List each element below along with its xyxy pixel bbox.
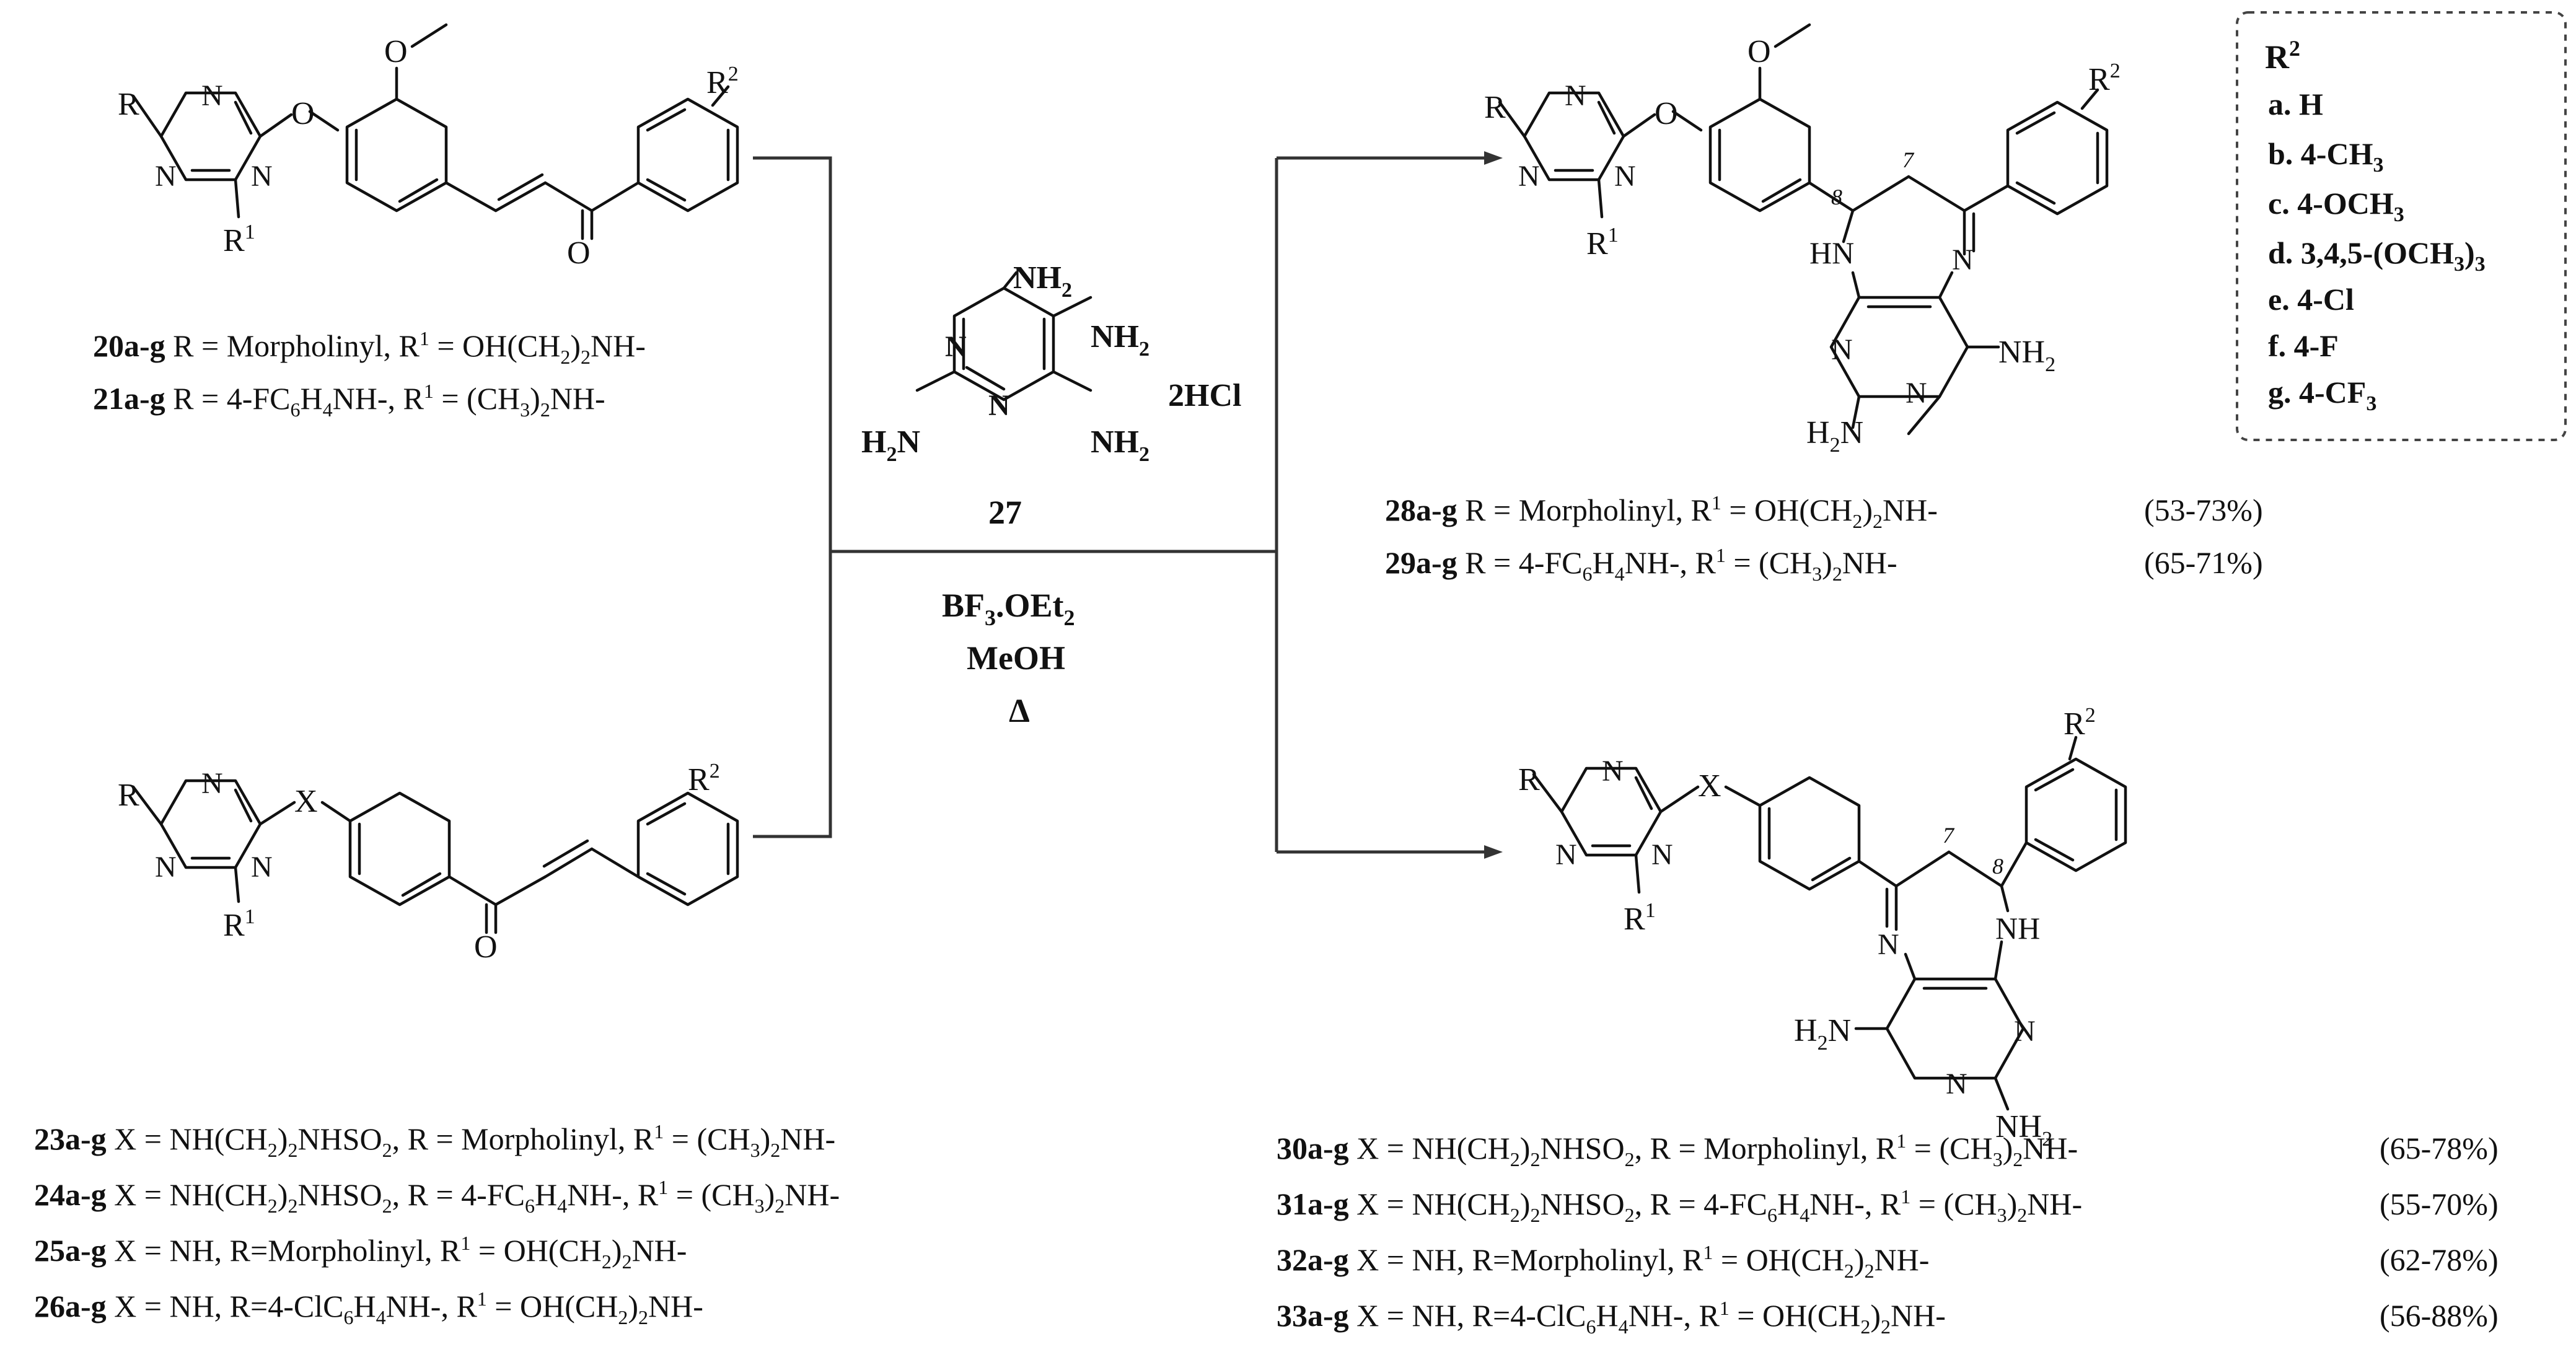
reagent-salt: 2HCl	[1168, 378, 1241, 413]
atom-R1: R1	[1624, 899, 1656, 937]
atom-N: N	[1602, 755, 1624, 788]
atom-N: N	[155, 160, 177, 193]
label-group-20-21: 20a-g R = Morpholinyl, R1 = OH(CH2)2NH- …	[93, 327, 646, 421]
atom-N: N	[988, 389, 1010, 422]
atom-O: O	[474, 929, 498, 965]
atom-O: O	[384, 34, 408, 69]
compound-row-30: 30a-g X = NH(CH2)2NHSO2, R = Morpholinyl…	[1277, 1130, 2078, 1170]
condition-heat: Δ	[1009, 692, 1030, 729]
atom-N: N	[1878, 928, 1899, 961]
yield-30: (65-78%)	[2380, 1131, 2499, 1165]
reagent-nh2-right: NH2	[1091, 319, 1150, 361]
r2-header: R2	[2265, 36, 2300, 76]
atom-R1: R1	[223, 221, 255, 258]
compound-row-26: 26a-g X = NH, R=4-ClC6H4NH-, R1 = OH(CH2…	[34, 1288, 703, 1328]
yield-31: (55-70%)	[2380, 1187, 2499, 1221]
r2-item-a: a. H	[2268, 87, 2323, 121]
r2-item-g: g. 4-CF3	[2268, 375, 2376, 415]
r2-item-b: b. 4-CH3	[2268, 136, 2383, 177]
r2-item-e: e. 4-Cl	[2268, 282, 2354, 317]
reagent-h2n: H2N	[861, 424, 920, 466]
atom-HN: HN	[1809, 235, 1854, 270]
atom-N: N	[201, 79, 223, 112]
atom-N: N	[945, 330, 967, 363]
atom-N: N	[251, 851, 273, 884]
r2-item-f: f. 4-F	[2268, 328, 2339, 363]
compound-row-29: 29a-g R = 4-FC6H4NH-, R1 = (CH3)2NH-	[1385, 544, 1897, 585]
reagent-nh2-lower: NH2	[1091, 424, 1150, 466]
r2-item-d: d. 3,4,5-(OCH3)3	[2268, 235, 2486, 276]
atom-N: N	[1614, 160, 1636, 193]
atom-H2N: H2N	[1794, 1013, 1851, 1055]
position-7: 7	[1943, 823, 1955, 848]
structure-30-33: R N N N X R1 R2 7 8 NH N N N H2N NH2	[1518, 704, 2127, 1151]
atom-R2: R2	[688, 760, 720, 797]
yield-33: (56-88%)	[2380, 1298, 2499, 1333]
atom-N: N	[2014, 1015, 2036, 1048]
label-group-28-29: 28a-g R = Morpholinyl, R1 = OH(CH2)2NH- …	[1385, 491, 2263, 585]
yield-28: (53-73%)	[2144, 493, 2263, 527]
atom-N: N	[1555, 838, 1577, 871]
compound-row-21: 21a-g R = 4-FC6H4NH-, R1 = (CH3)2NH-	[93, 380, 605, 421]
atom-X: X	[1698, 768, 1721, 804]
condition-bf3: BF3.OEt2	[942, 587, 1075, 630]
atom-N: N	[251, 160, 273, 193]
atom-R2: R2	[706, 63, 739, 100]
compound-row-20: 20a-g R = Morpholinyl, R1 = OH(CH2)2NH-	[93, 327, 646, 368]
atom-NH2: NH2	[1995, 1109, 2052, 1151]
atom-O: O	[567, 235, 591, 271]
atom-N: N	[155, 851, 177, 884]
atom-N: N	[201, 767, 223, 800]
atom-NH: NH	[1995, 911, 2040, 946]
structure-23-26: R N N N X O R1 R2	[118, 760, 739, 965]
structure-20-21: R N N N O O O R1 R2	[118, 23, 739, 271]
atom-R1: R1	[223, 905, 255, 943]
yield-32: (62-78%)	[2380, 1242, 2499, 1277]
compound-row-33: 33a-g X = NH, R=4-ClC6H4NH-, R1 = OH(CH2…	[1277, 1297, 1946, 1338]
atom-N: N	[1952, 244, 1974, 276]
r2-legend-box: R2 a. H b. 4-CH3 c. 4-OCH3 d. 3,4,5-(OCH…	[2236, 11, 2567, 441]
position-7: 7	[1902, 147, 1915, 172]
atom-R2: R2	[2064, 704, 2096, 742]
atom-O: O	[1747, 34, 1771, 69]
atom-R2: R2	[2088, 59, 2121, 97]
position-8: 8	[1831, 185, 1842, 209]
atom-O: O	[1655, 96, 1678, 131]
atom-N: N	[1946, 1068, 1967, 1100]
reaction-arrows	[753, 151, 1503, 859]
reagent-27: NH2 NH2 NH2 H2N N N 2HCl 27 BF3.OEt2 MeO…	[861, 260, 1241, 729]
atom-R: R	[1518, 762, 1540, 797]
atom-NH2: NH2	[1998, 335, 2055, 376]
atom-R: R	[118, 778, 139, 813]
compound-row-31: 31a-g X = NH(CH2)2NHSO2, R = 4-FC6H4NH-,…	[1277, 1185, 2082, 1226]
compound-row-28: 28a-g R = Morpholinyl, R1 = OH(CH2)2NH-	[1385, 491, 1938, 532]
condition-solvent: MeOH	[967, 639, 1065, 677]
atom-N: N	[1831, 333, 1853, 366]
label-group-30-33: 30a-g X = NH(CH2)2NHSO2, R = Morpholinyl…	[1277, 1130, 2499, 1338]
atom-N: N	[1906, 377, 1927, 410]
label-group-23-26: 23a-g X = NH(CH2)2NHSO2, R = Morpholinyl…	[34, 1120, 840, 1328]
atom-X: X	[294, 784, 318, 819]
atom-N: N	[1565, 79, 1586, 112]
structure-28-29: R N N N O O R1 R2 8 7 HN N N N NH2 H2N	[1484, 23, 2121, 457]
atom-N: N	[1518, 160, 1540, 193]
compound-row-25: 25a-g X = NH, R=Morpholinyl, R1 = OH(CH2…	[34, 1232, 687, 1273]
compound-row-32: 32a-g X = NH, R=Morpholinyl, R1 = OH(CH2…	[1277, 1241, 1929, 1282]
atom-H2N: H2N	[1806, 415, 1863, 457]
yield-29: (65-71%)	[2144, 545, 2263, 580]
position-8: 8	[1992, 854, 2003, 879]
atom-R1: R1	[1586, 224, 1619, 261]
atom-R: R	[118, 87, 139, 122]
atom-O: O	[291, 96, 315, 131]
compound-row-23: 23a-g X = NH(CH2)2NHSO2, R = Morpholinyl…	[34, 1120, 835, 1161]
atom-R: R	[1484, 90, 1506, 125]
r2-item-c: c. 4-OCH3	[2268, 186, 2404, 226]
compound-row-24: 24a-g X = NH(CH2)2NHSO2, R = 4-FC6H4NH-,…	[34, 1176, 840, 1217]
reagent-nh2-top: NH2	[1013, 260, 1072, 302]
atom-N: N	[1651, 838, 1673, 871]
reagent-label-27: 27	[988, 494, 1022, 531]
